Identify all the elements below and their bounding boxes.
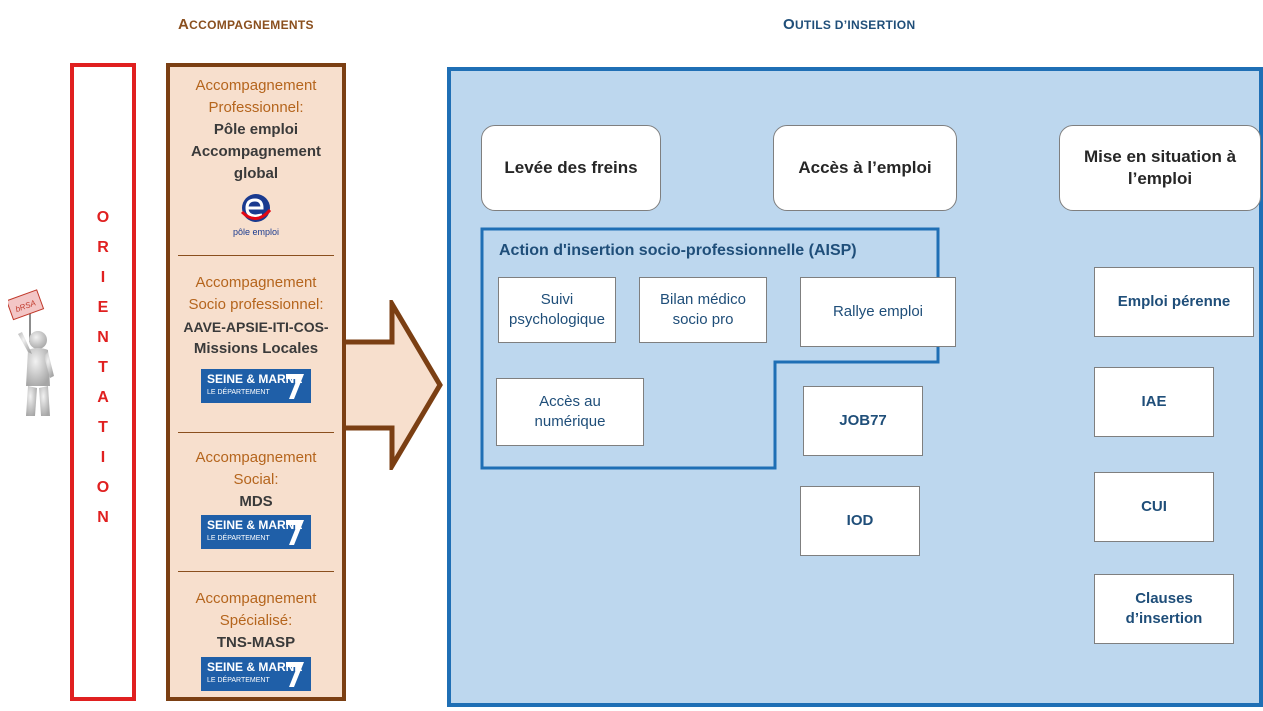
seven-seven-mark-icon: [286, 374, 304, 399]
section-divider: [178, 571, 334, 572]
outils-insertion-panel: Levée des freins Accès à l’emploi Mise e…: [447, 67, 1263, 707]
accomp-line: Accompagnement: [195, 274, 317, 291]
aisp-group-outline: [480, 227, 940, 470]
tool-acces-au-numerique: Accès au numérique: [496, 378, 644, 446]
orientation-letter: T: [98, 419, 108, 436]
tool-iae: IAE: [1094, 367, 1214, 437]
orientation-letter: N: [97, 509, 109, 526]
accompagnements-title-rest: ccompagnements: [189, 18, 314, 32]
seine-et-marne-logo: SEINE & MARNE LE DÉPARTEMENT: [201, 515, 311, 549]
accomp-line: Socio professionnel:: [188, 296, 324, 313]
accomp-line: Pôle emploi: [213, 121, 299, 138]
orientation-letter: O: [96, 209, 110, 226]
category-mise-en-situation: Mise en situation à l’emploi: [1059, 125, 1261, 211]
outils-insertion-title: Outils d’insertion: [783, 16, 915, 34]
person-with-sign-figure: bRSA: [8, 289, 54, 416]
logo-title: SEINE & MARNE: [207, 518, 303, 532]
pole-emploi-logo-text: pôle emploi: [233, 227, 279, 237]
accompagnement-social-section: Accompagnement Social: MDS: [170, 447, 342, 513]
orientation-letter: A: [97, 389, 109, 406]
logo-subtitle: LE DÉPARTEMENT: [207, 677, 270, 684]
tool-cui: CUI: [1094, 472, 1214, 542]
accompagnement-specialise-section: Accompagnement Spécialisé: TNS-MASP: [170, 588, 342, 654]
logo-title: SEINE & MARNE: [207, 660, 303, 674]
section-divider: [178, 255, 334, 256]
accomp-line: Spécialisé:: [219, 612, 293, 629]
accomp-line: Accompagnement: [195, 77, 317, 94]
tool-bilan-medico-socio-pro: Bilan médico socio pro: [639, 277, 767, 343]
category-acces-emploi: Accès à l’emploi: [773, 125, 957, 211]
accomp-line: Social:: [233, 471, 279, 488]
accomp-line: Professionnel:: [208, 99, 304, 116]
accompagnements-column: Accompagnement Professionnel: Pôle emplo…: [166, 63, 346, 701]
accompagnements-title: Accompagnements: [178, 16, 314, 34]
accomp-line: Missions Locales: [193, 340, 319, 357]
accompagnement-socio-professionnel-section: Accompagnement Socio professionnel: AAVE…: [170, 272, 342, 360]
aisp-title: Action d'insertion socio-professionnelle…: [499, 242, 857, 259]
accompagnements-title-cap: A: [178, 16, 190, 33]
orientation-box: O R I E N T A T I O N: [70, 63, 136, 701]
accomp-line: Accompagnement: [190, 143, 322, 160]
accomp-line: global: [233, 165, 279, 182]
seven-seven-mark-icon: [286, 662, 304, 687]
logo-subtitle: LE DÉPARTEMENT: [207, 389, 270, 396]
logo-title: SEINE & MARNE: [207, 372, 303, 386]
outils-title-cap: O: [783, 16, 795, 33]
orientation-letter: O: [96, 479, 110, 496]
orientation-letter: R: [97, 239, 109, 256]
tool-iod: IOD: [800, 486, 920, 556]
section-divider: [178, 432, 334, 433]
seine-et-marne-logo: SEINE & MARNE LE DÉPARTEMENT: [201, 369, 311, 403]
category-levee-des-freins: Levée des freins: [481, 125, 661, 211]
accomp-line: TNS-MASP: [216, 634, 296, 651]
orientation-letter: I: [100, 449, 106, 466]
accomp-line: MDS: [239, 493, 273, 510]
accompagnement-professionnel-section: Accompagnement Professionnel: Pôle emplo…: [170, 75, 342, 185]
orientation-letter: E: [97, 299, 109, 316]
accomp-line: AAVE-APSIE-ITI-COS-: [183, 319, 329, 335]
tool-job77: JOB77: [803, 386, 923, 456]
seine-et-marne-logo: SEINE & MARNE LE DÉPARTEMENT: [201, 657, 311, 691]
orientation-letter: N: [97, 329, 109, 346]
tool-rallye-emploi: Rallye emploi: [800, 277, 956, 347]
accomp-line: Accompagnement: [195, 449, 317, 466]
accomp-line: Accompagnement: [195, 590, 317, 607]
outils-title-rest: utils d’insertion: [794, 18, 916, 32]
orientation-letter: T: [98, 359, 108, 376]
flow-arrow: [330, 300, 443, 470]
tool-suivi-psychologique: Suivi psychologique: [498, 277, 616, 343]
tool-clauses-insertion: Clauses d’insertion: [1094, 574, 1234, 644]
orientation-letter: I: [100, 269, 106, 286]
seven-seven-mark-icon: [286, 520, 304, 545]
pole-emploi-logo: pôle emploi: [233, 194, 279, 237]
logo-subtitle: LE DÉPARTEMENT: [207, 535, 270, 542]
tool-emploi-perenne: Emploi pérenne: [1094, 267, 1254, 337]
